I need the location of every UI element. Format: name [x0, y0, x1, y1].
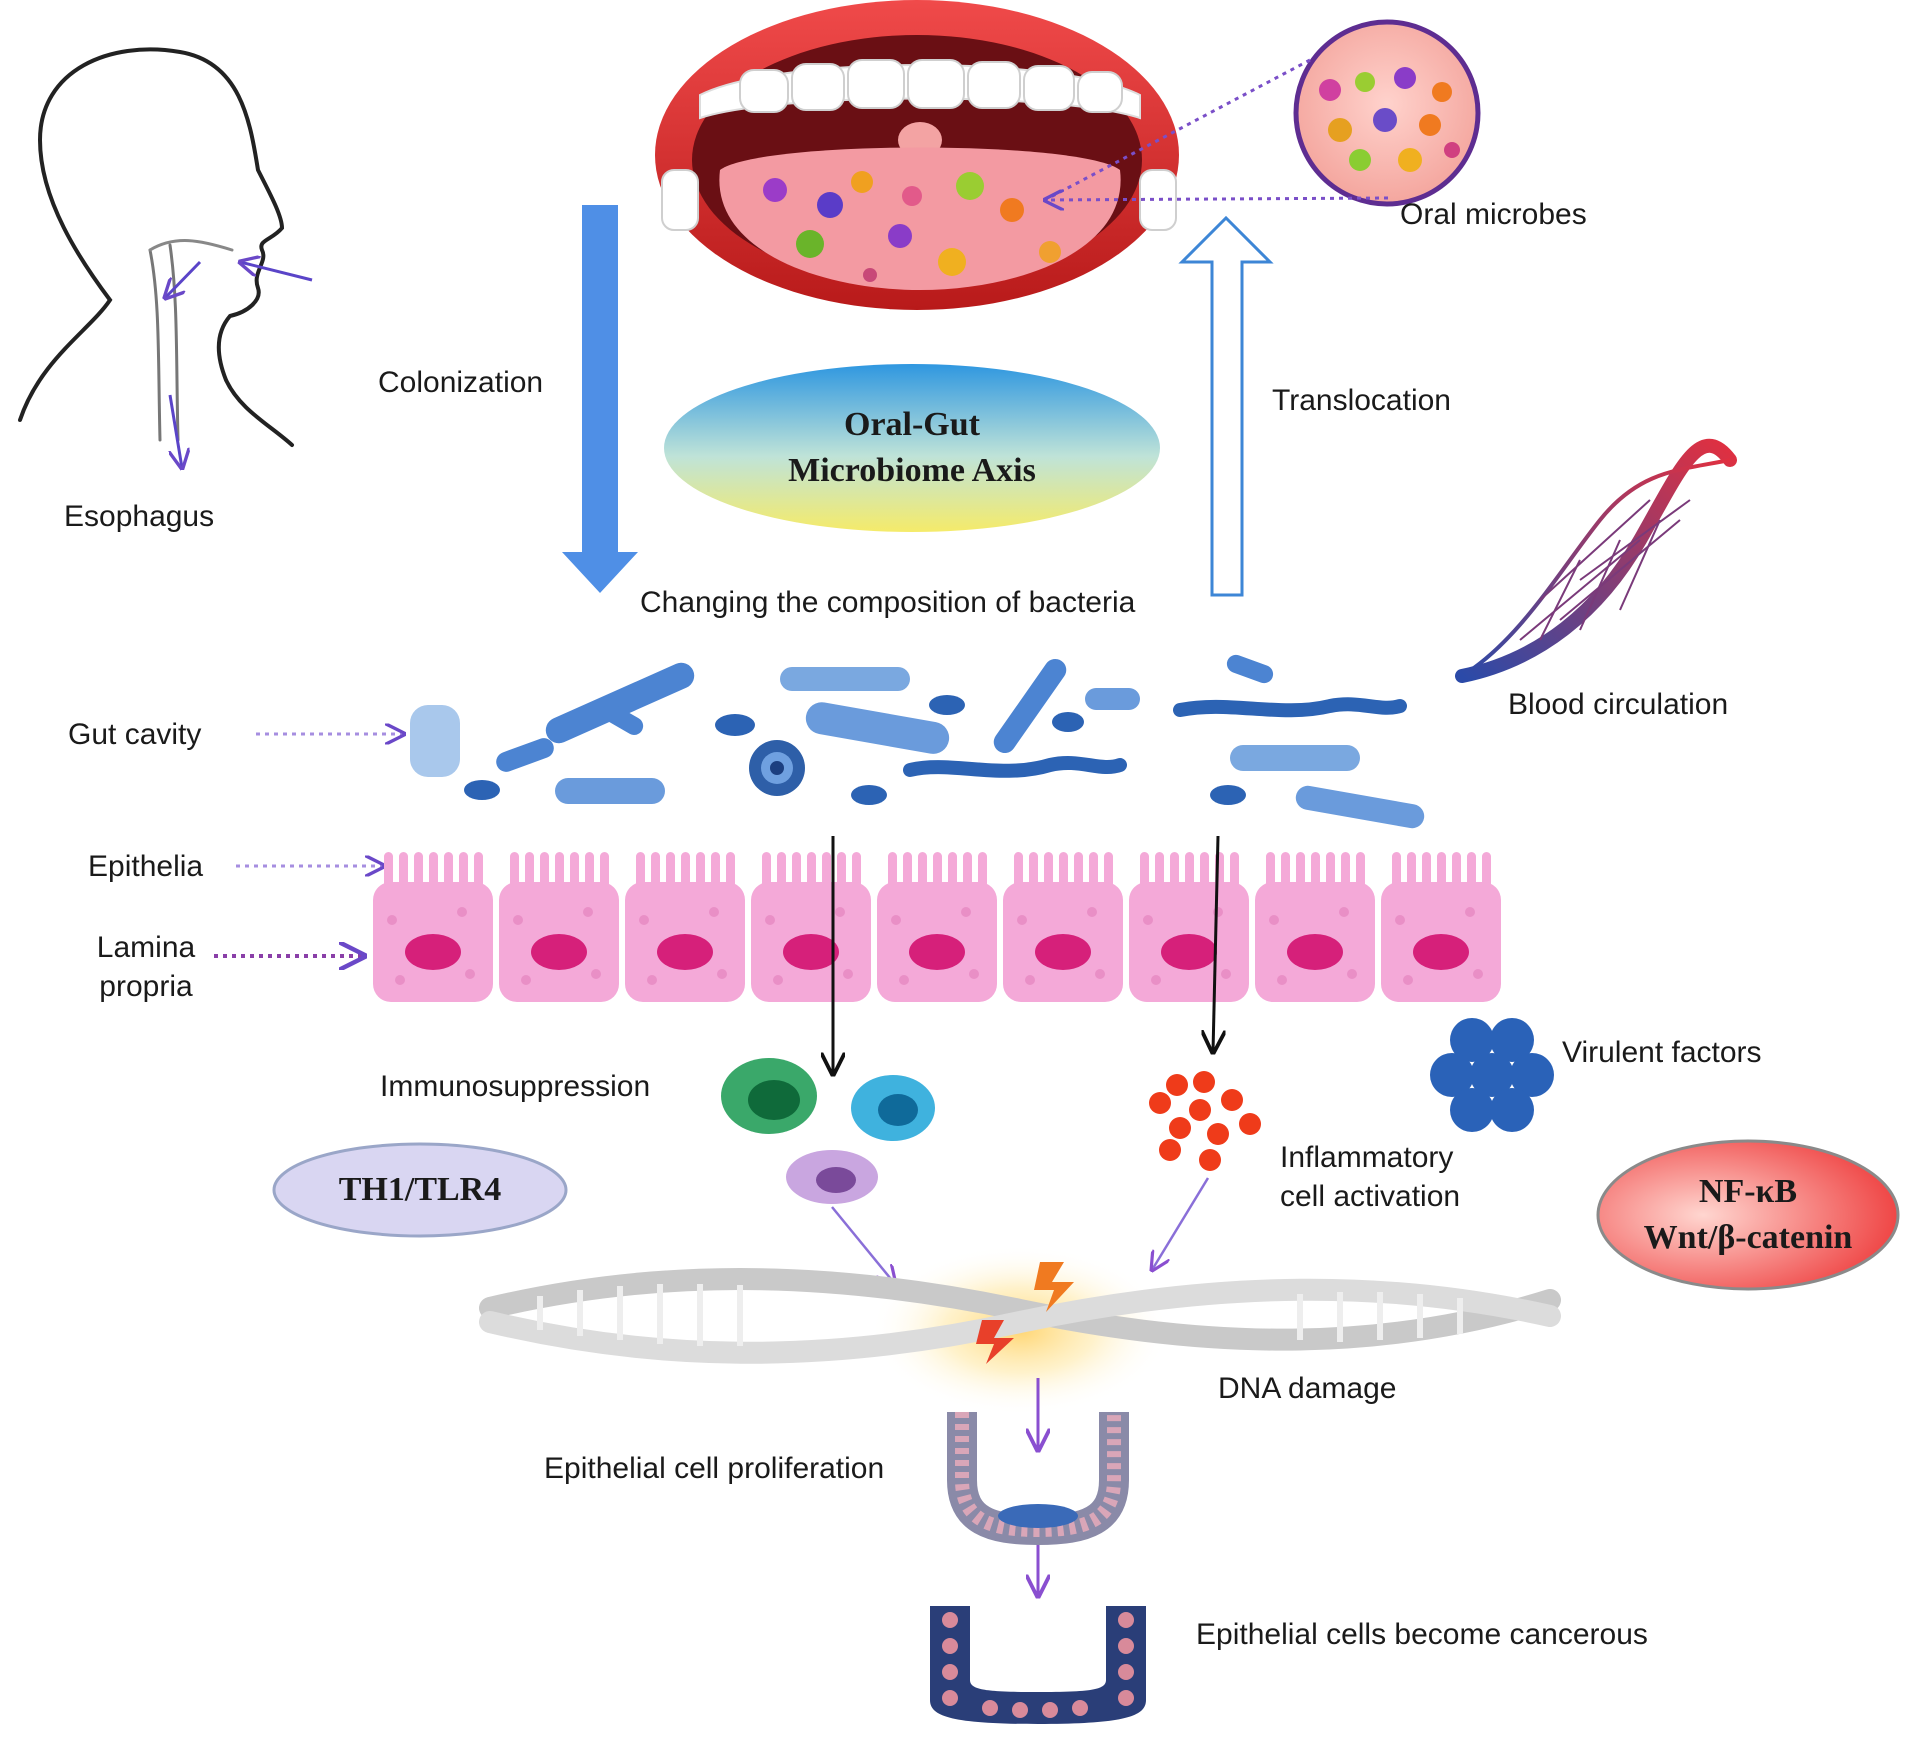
oral-gut-axis-ellipse	[664, 364, 1160, 532]
epithelial-proliferation-label: Epithelial cell proliferation	[544, 1452, 885, 1485]
esophagus-label: Esophagus	[64, 500, 215, 533]
axis-title-line2: Microbiome Axis	[788, 452, 1036, 489]
dna-damage-label: DNA damage	[1218, 1372, 1397, 1405]
epithelial-cell-row	[373, 852, 1501, 1002]
virulent-factors-label: Virulent factors	[1562, 1036, 1762, 1069]
lamina-propria-label: Lamina propria	[86, 928, 206, 1006]
gut-bacteria	[410, 654, 1425, 829]
lamina-line2: propria	[99, 970, 193, 1003]
dna-double-helix-icon	[479, 1245, 1561, 1415]
epithelial-cell	[625, 852, 745, 1002]
changing-composition-label: Changing the composition of bacteria	[640, 586, 1136, 619]
head-silhouette-icon	[18, 47, 294, 447]
inflammatory-line1: Inflammatory	[1280, 1141, 1454, 1174]
esophagus-path-arrows	[165, 262, 313, 468]
oral-microbes-label: Oral microbes	[1400, 198, 1587, 231]
colonization-label: Colonization	[378, 366, 544, 399]
nfkb-wnt-text: NF-κB Wnt/β-catenin	[1598, 1141, 1898, 1289]
inflammatory-activation-label: Inflammatory cell activation	[1280, 1138, 1460, 1216]
epithelia-label: Epithelia	[88, 850, 204, 883]
epithelial-cell	[1003, 852, 1123, 1002]
oral-microbes-inset	[1293, 19, 1481, 207]
colonization-arrow	[562, 205, 638, 593]
nfkb-line1: NF-κB	[1698, 1173, 1798, 1211]
virulent-factors-cluster	[1430, 1018, 1554, 1132]
nfkb-line2: Wnt/β-catenin	[1643, 1219, 1853, 1256]
immune-cells	[721, 1058, 935, 1204]
oral-gut-axis-title: Oral-Gut Microbiome Axis	[664, 398, 1160, 498]
epithelial-cell	[1129, 852, 1249, 1002]
proliferation-crypt-icon	[947, 1412, 1129, 1546]
arrows-to-dna	[831, 1177, 1210, 1284]
blood-vessel-icon	[1455, 438, 1737, 683]
blood-circulation-label: Blood circulation	[1508, 688, 1729, 721]
gut-cavity-label: Gut cavity	[68, 718, 202, 751]
oral-microbes-pointer	[1045, 58, 1389, 200]
inflammatory-cells	[1149, 1071, 1261, 1171]
translocation-arrow	[1178, 215, 1274, 597]
translocation-label: Translocation	[1272, 384, 1451, 417]
nfkb-wnt-pill	[1596, 1139, 1900, 1291]
label-pointers	[214, 734, 404, 956]
cancerous-label: Epithelial cells become cancerous	[1196, 1618, 1648, 1651]
epithelial-cell	[1381, 852, 1501, 1002]
epithelial-cell	[499, 852, 619, 1002]
th1-tlr4-pill	[272, 1142, 568, 1238]
lamina-line1: Lamina	[96, 931, 196, 964]
inflammatory-line2: cell activation	[1280, 1180, 1461, 1213]
cancerous-crypt-icon	[930, 1606, 1146, 1724]
th1-tlr4-text: TH1/TLR4	[338, 1171, 502, 1208]
epithelial-cell	[877, 852, 997, 1002]
immunosuppression-label: Immunosuppression	[380, 1070, 651, 1103]
open-mouth-icon	[655, 0, 1179, 310]
epithelium-crossing-arrows	[833, 835, 1218, 1074]
epithelial-cell	[373, 852, 493, 1002]
epithelial-cell	[1255, 852, 1375, 1002]
tongue-microbes	[763, 171, 1061, 282]
epithelial-cell	[751, 852, 871, 1002]
axis-title-line1: Oral-Gut	[844, 406, 980, 444]
